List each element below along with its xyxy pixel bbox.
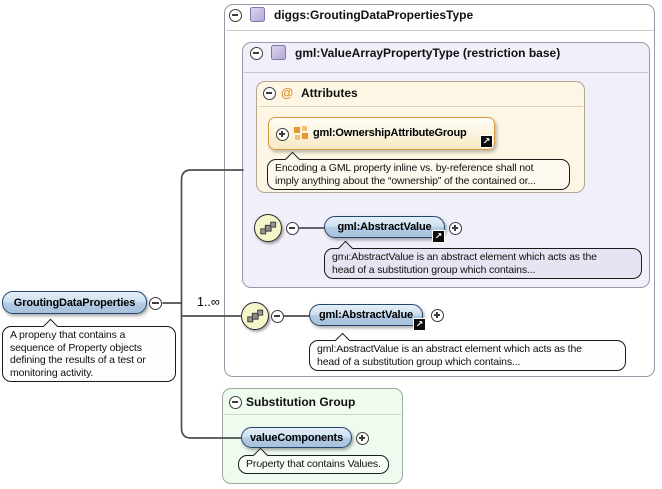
collapse-toggle-substitution-group[interactable] [228, 395, 242, 409]
jump-to-definition-icon[interactable]: ↗ [480, 135, 493, 148]
jump-to-definition-icon[interactable]: ↗ [413, 318, 426, 331]
element-label: valueComponents [249, 431, 344, 444]
sequence-compositor-icon [254, 214, 282, 242]
root-annotation: A property that contains a sequence of P… [2, 326, 176, 382]
expand-toggle-abstract-value-inner[interactable] [448, 221, 462, 235]
divider [224, 414, 401, 415]
cardinality-label: 1..∞ [197, 295, 220, 309]
element-abstract-value-inner[interactable]: gml:AbstractValue [324, 216, 445, 238]
expand-toggle-ownership[interactable] [275, 127, 289, 141]
ownership-attribute-group[interactable]: gml:OwnershipAttributeGroup [268, 117, 495, 150]
divider [258, 106, 583, 107]
attribute-at-icon: @ [281, 86, 294, 100]
abstract-value-annotation-outer: gml:AbstractValue is an abstract element… [309, 340, 626, 371]
abstract-value-annotation-inner: gml:AbstractValue is an abstract element… [324, 248, 642, 279]
base-type-title: gml:ValueArrayPropertyType (restriction … [295, 46, 561, 60]
collapse-toggle-attributes[interactable] [262, 86, 276, 100]
element-label: gml:AbstractValue [337, 221, 432, 233]
element-value-components[interactable]: valueComponents [241, 427, 352, 448]
divider [226, 30, 654, 31]
element-abstract-value-outer[interactable]: gml:AbstractValue [309, 304, 423, 326]
complex-type-title: diggs:GroutingDataPropertiesType [274, 8, 474, 22]
collapse-toggle-complex-type[interactable] [228, 8, 242, 22]
jump-to-definition-icon[interactable]: ↗ [432, 230, 445, 243]
divider [244, 72, 648, 73]
complex-type-icon [250, 7, 265, 22]
element-grouting-data-properties[interactable]: GroutingDataProperties [2, 291, 147, 314]
expand-toggle-abstract-value-outer[interactable] [430, 308, 444, 322]
ownership-attribute-group-label: gml:OwnershipAttributeGroup [313, 127, 467, 139]
substitution-group-title: Substitution Group [246, 395, 356, 409]
ownership-annotation: Encoding a GML property inline vs. by-re… [267, 159, 570, 190]
attribute-group-icon [294, 126, 310, 142]
element-label: GroutingDataProperties [13, 296, 136, 309]
element-label: gml:AbstractValue [318, 309, 414, 321]
expand-toggle-value-components[interactable] [355, 431, 369, 445]
sequence-compositor-icon [241, 302, 269, 330]
value-components-annotation: Property that contains Values. [238, 455, 389, 474]
collapse-toggle-base-type[interactable] [249, 46, 263, 60]
base-type-icon [271, 45, 286, 60]
collapse-toggle-root[interactable] [149, 296, 162, 310]
attributes-title: Attributes [301, 86, 358, 100]
